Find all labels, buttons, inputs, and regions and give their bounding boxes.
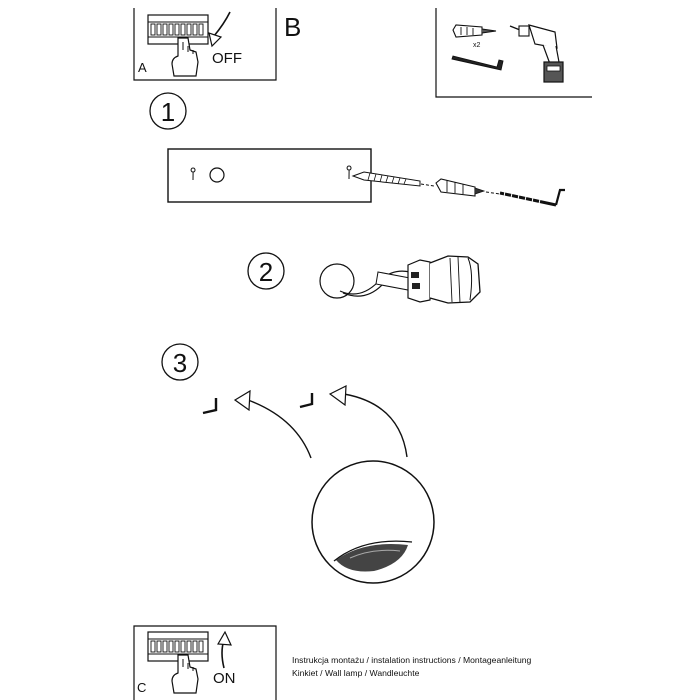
hand-icon (171, 37, 199, 77)
globe-lampshade (311, 460, 435, 584)
lamp-socket-icon (319, 255, 481, 304)
panel-c: C ON (133, 625, 277, 700)
wall-plug-icon (452, 24, 497, 38)
panel-a: A OFF (133, 8, 277, 81)
mounting-plate (167, 148, 372, 203)
curved-arrow-icon (328, 385, 408, 458)
step-3: 3 (161, 343, 435, 584)
drill-icon (509, 24, 564, 83)
hex-key-icon (451, 55, 504, 71)
panel-c-action-label: ON (213, 670, 236, 687)
step-2-number: 2 (259, 257, 273, 287)
step-1-badge (149, 92, 187, 130)
hook-icon (299, 393, 314, 409)
step-2-badge (247, 252, 285, 290)
hook-screw-icon (499, 188, 565, 207)
arrow-down-icon (208, 11, 231, 48)
step-1: 1 (149, 92, 565, 207)
panel-c-letter: C (137, 680, 146, 695)
panel-b-letter: B (284, 12, 301, 42)
step-3-number: 3 (173, 348, 187, 378)
hand-icon (171, 654, 199, 694)
breaker-box-icon (147, 14, 209, 45)
caption-title: Instrukcja montażu / instalation instruc… (292, 655, 532, 665)
caption: Instrukcja montażu / instalation instruc… (292, 654, 692, 680)
step-3-badge (161, 343, 199, 381)
panel-a-action-label: OFF (212, 50, 242, 67)
step-1-number: 1 (161, 97, 175, 127)
hook-icon (202, 398, 218, 415)
arrow-up-icon (216, 630, 232, 669)
wall-plug-icon (435, 178, 486, 197)
panel-b: x2 (435, 8, 592, 98)
step-2: 2 (247, 252, 481, 304)
curved-arrow-icon (233, 389, 312, 459)
panel-a-letter: A (138, 60, 147, 75)
plug-quantity-label: x2 (473, 42, 481, 49)
screw-icon (351, 171, 421, 187)
caption-subtitle: Kinkiet / Wall lamp / Wandleuchte (292, 668, 420, 678)
